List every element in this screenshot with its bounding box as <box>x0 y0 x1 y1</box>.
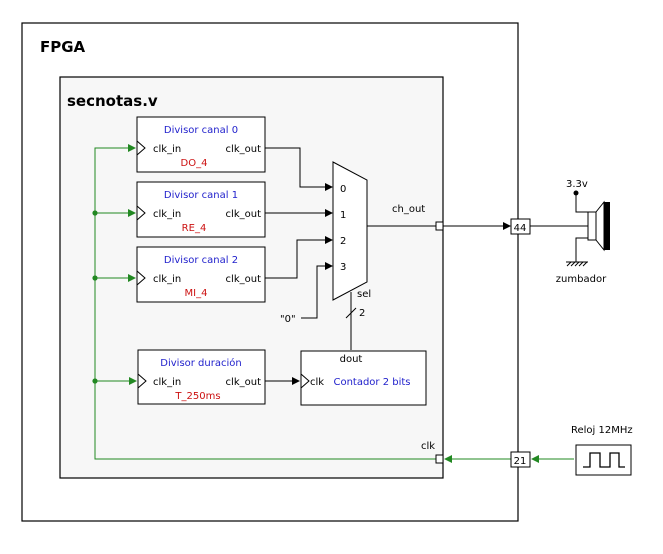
clock-edge-icon <box>136 140 146 156</box>
divisor-title: Divisor canal 2 <box>164 255 238 266</box>
fpga-title: FPGA <box>40 38 86 56</box>
divisor-param: MI_4 <box>185 288 208 299</box>
clock-source: Reloj 12MHz <box>571 425 633 476</box>
speaker-icon <box>587 200 610 252</box>
pin-44-box <box>510 218 531 235</box>
clk-out-label: clk_out <box>226 377 262 388</box>
divisor-canal-1: Divisor canal 1 clk_in clk_out RE_4 <box>136 181 266 238</box>
divisor-duracion: Divisor duración clk_in clk_out T_250ms <box>137 349 266 405</box>
divisor-param: T_250ms <box>174 391 220 402</box>
divisor-box <box>136 181 266 238</box>
divisor-title: Divisor canal 1 <box>164 190 238 201</box>
pin-21-box <box>510 451 531 468</box>
ch-out-label: ch_out <box>392 204 425 215</box>
clock-source-label: Reloj 12MHz <box>571 425 633 436</box>
clk-in-label: clk_in <box>153 209 181 220</box>
clock-edge-icon <box>136 205 146 221</box>
clk-in-label: clk_in <box>153 377 181 388</box>
wire-ch0 <box>265 147 333 191</box>
clock-network <box>94 144 574 463</box>
divisor-title: Divisor duración <box>160 357 241 369</box>
buzzer-label: zumbador <box>556 274 607 285</box>
ground-wire <box>575 237 588 262</box>
clk-signal-label: clk <box>421 441 435 452</box>
clk-in-label: clk_in <box>153 274 181 285</box>
junction-dot <box>92 275 98 281</box>
clock-edge-icon <box>136 270 146 286</box>
clk-out-label: clk_out <box>226 274 262 285</box>
square-wave-icon <box>583 452 625 468</box>
clk-port <box>435 454 444 464</box>
module-title: secnotas.v <box>67 92 158 110</box>
counter-clk-label: clk <box>310 377 324 388</box>
clock-source-box <box>575 444 632 476</box>
const-zero-input: "0" <box>280 314 296 325</box>
divisor-box <box>136 246 266 303</box>
divisor-canal-2: Divisor canal 2 clk_in clk_out MI_4 <box>136 246 266 303</box>
mux-input-3: 3 <box>340 262 346 273</box>
clk-trunk <box>94 144 436 460</box>
wire-const-zero <box>301 262 333 319</box>
signal-wires <box>265 147 588 385</box>
clk-out-label: clk_out <box>226 144 262 155</box>
mux-input-2: 2 <box>340 236 346 247</box>
counter-block: clk Contador 2 bits dout <box>300 350 427 406</box>
clk-out-label: clk_out <box>226 209 262 220</box>
counter-box <box>300 350 427 406</box>
wire-ch2 <box>265 236 333 279</box>
junction-dot <box>92 378 98 384</box>
junction-dot <box>92 210 98 216</box>
pin-21-label: 21 <box>514 456 527 467</box>
multiplexer: 0 1 2 3 sel <box>332 161 371 301</box>
bus-slash <box>345 307 357 319</box>
clock-edge-icon <box>137 373 147 389</box>
divisor-param: DO_4 <box>181 158 208 169</box>
buzzer: 3.3v zumbador <box>556 179 610 285</box>
divisor-canal-0: Divisor canal 0 clk_in clk_out DO_4 <box>136 116 266 173</box>
clk-in-label: clk_in <box>153 144 181 155</box>
supply-wire <box>575 193 588 213</box>
pin-44-label: 44 <box>514 223 527 234</box>
counter-title: Contador 2 bits <box>333 377 410 388</box>
divisor-param: RE_4 <box>182 223 207 234</box>
clock-junctions <box>92 210 98 384</box>
divisor-box <box>137 349 266 405</box>
divisor-box <box>136 116 266 173</box>
divisor-title: Divisor canal 0 <box>164 125 238 136</box>
mux-body <box>332 161 368 301</box>
mux-bus-width: 2 <box>359 308 365 319</box>
ch-out-port <box>435 221 444 231</box>
clock-edge-icon <box>300 373 310 389</box>
mux-sel-label: sel <box>357 289 371 300</box>
supply-voltage-label: 3.3v <box>566 179 588 190</box>
counter-dout-label: dout <box>340 354 363 365</box>
mux-input-0: 0 <box>340 184 346 195</box>
ground-icon <box>566 261 588 267</box>
mux-input-1: 1 <box>340 210 346 221</box>
